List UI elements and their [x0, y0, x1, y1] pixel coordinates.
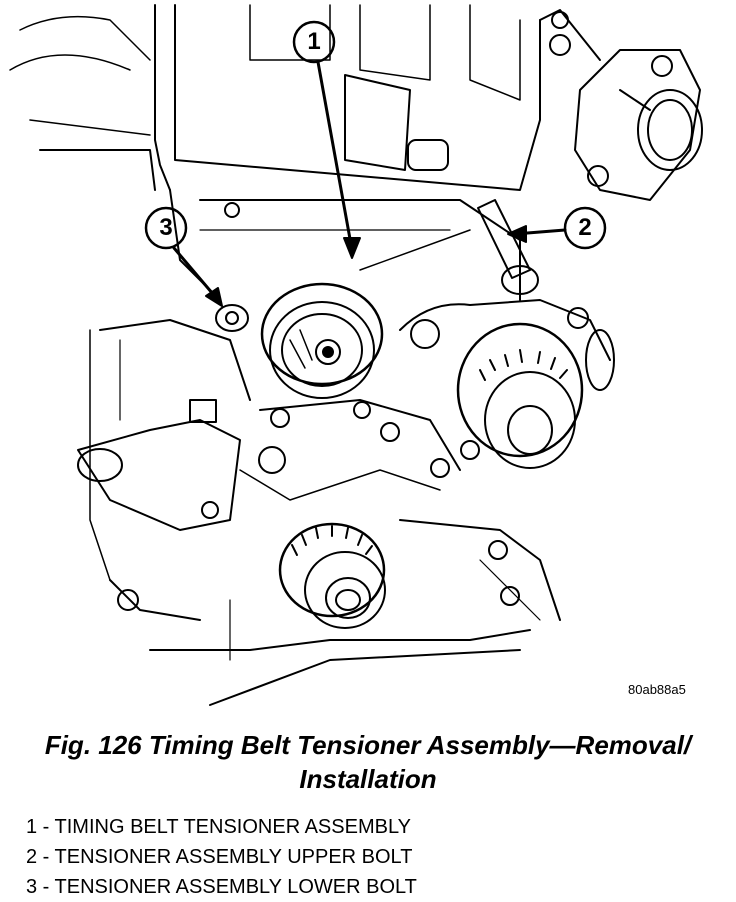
- figure-caption: Fig. 126 Timing Belt Tensioner Assembly—…: [0, 728, 736, 796]
- figure-reference-code: 80ab88a5: [628, 682, 686, 697]
- engine-illustration: 80ab88a5: [9, 4, 703, 706]
- legend-item-1: 1 - TIMING BELT TENSIONER ASSEMBLY: [26, 816, 411, 838]
- caption-line-1: Fig. 126 Timing Belt Tensioner Assembly—…: [44, 730, 692, 760]
- engine-line-drawing: [9, 4, 703, 706]
- legend-item-2: 2 - TENSIONER ASSEMBLY UPPER BOLT: [26, 846, 413, 868]
- caption-line-2: Installation: [299, 764, 437, 794]
- callout-1-label: 1: [307, 28, 321, 55]
- legend-item-3: 3 - TENSIONER ASSEMBLY LOWER BOLT: [26, 876, 417, 898]
- callout-2-label: 2: [578, 214, 592, 241]
- callout-legend: 1 - TIMING BELT TENSIONER ASSEMBLY 2 - T…: [26, 812, 417, 902]
- callout-3-label: 3: [159, 214, 173, 241]
